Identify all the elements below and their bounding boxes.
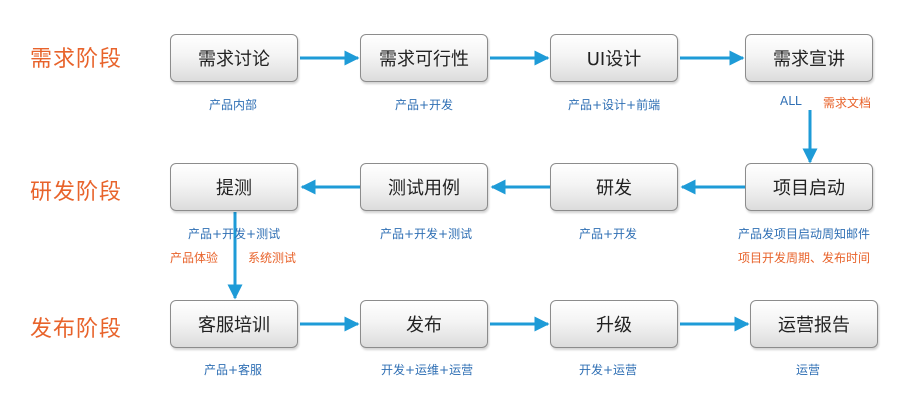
step-test-cases: 测试用例 xyxy=(360,163,488,211)
phase-title-development: 研发阶段 xyxy=(30,180,123,205)
participants-label: 开发+运维+运营 xyxy=(381,363,474,377)
deliverable-label: 需求文档 xyxy=(823,96,872,110)
activity-label: 系统测试 xyxy=(248,251,297,265)
participants-label: 产品+开发 xyxy=(395,98,454,112)
phase-title-requirements: 需求阶段 xyxy=(30,47,123,72)
participants-label: 产品+开发 xyxy=(579,227,638,241)
activity-label: 产品体验 xyxy=(170,251,219,265)
step-upgrade: 升级 xyxy=(550,300,678,348)
participants-label: 产品内部 xyxy=(209,98,258,112)
step-requirement-presentation: 需求宣讲 xyxy=(745,34,873,82)
deliverable-label: 项目开发周期、发布时间 xyxy=(738,251,871,265)
step-release: 发布 xyxy=(360,300,488,348)
step-development: 研发 xyxy=(550,163,678,211)
step-ui-design: UI设计 xyxy=(550,34,678,82)
step-requirement-feasibility: 需求可行性 xyxy=(360,34,488,82)
participants-label: 运营 xyxy=(796,363,821,377)
phase-title-release: 发布阶段 xyxy=(30,317,123,342)
step-operations-report: 运营报告 xyxy=(750,300,878,348)
participants-label: 产品+开发+测试 xyxy=(188,227,281,241)
participants-label: 产品+设计+前端 xyxy=(568,98,661,112)
step-support-training: 客服培训 xyxy=(170,300,298,348)
participants-label: 产品+客服 xyxy=(204,363,263,377)
participants-label: 产品+开发+测试 xyxy=(380,227,473,241)
participants-label: ALL xyxy=(780,94,802,108)
participants-label: 开发+运营 xyxy=(579,363,638,377)
participants-label: 产品发项目启动周知邮件 xyxy=(738,227,871,241)
step-project-kickoff: 项目启动 xyxy=(745,163,873,211)
step-requirement-discussion: 需求讨论 xyxy=(170,34,298,82)
step-submit-for-test: 提测 xyxy=(170,163,298,211)
